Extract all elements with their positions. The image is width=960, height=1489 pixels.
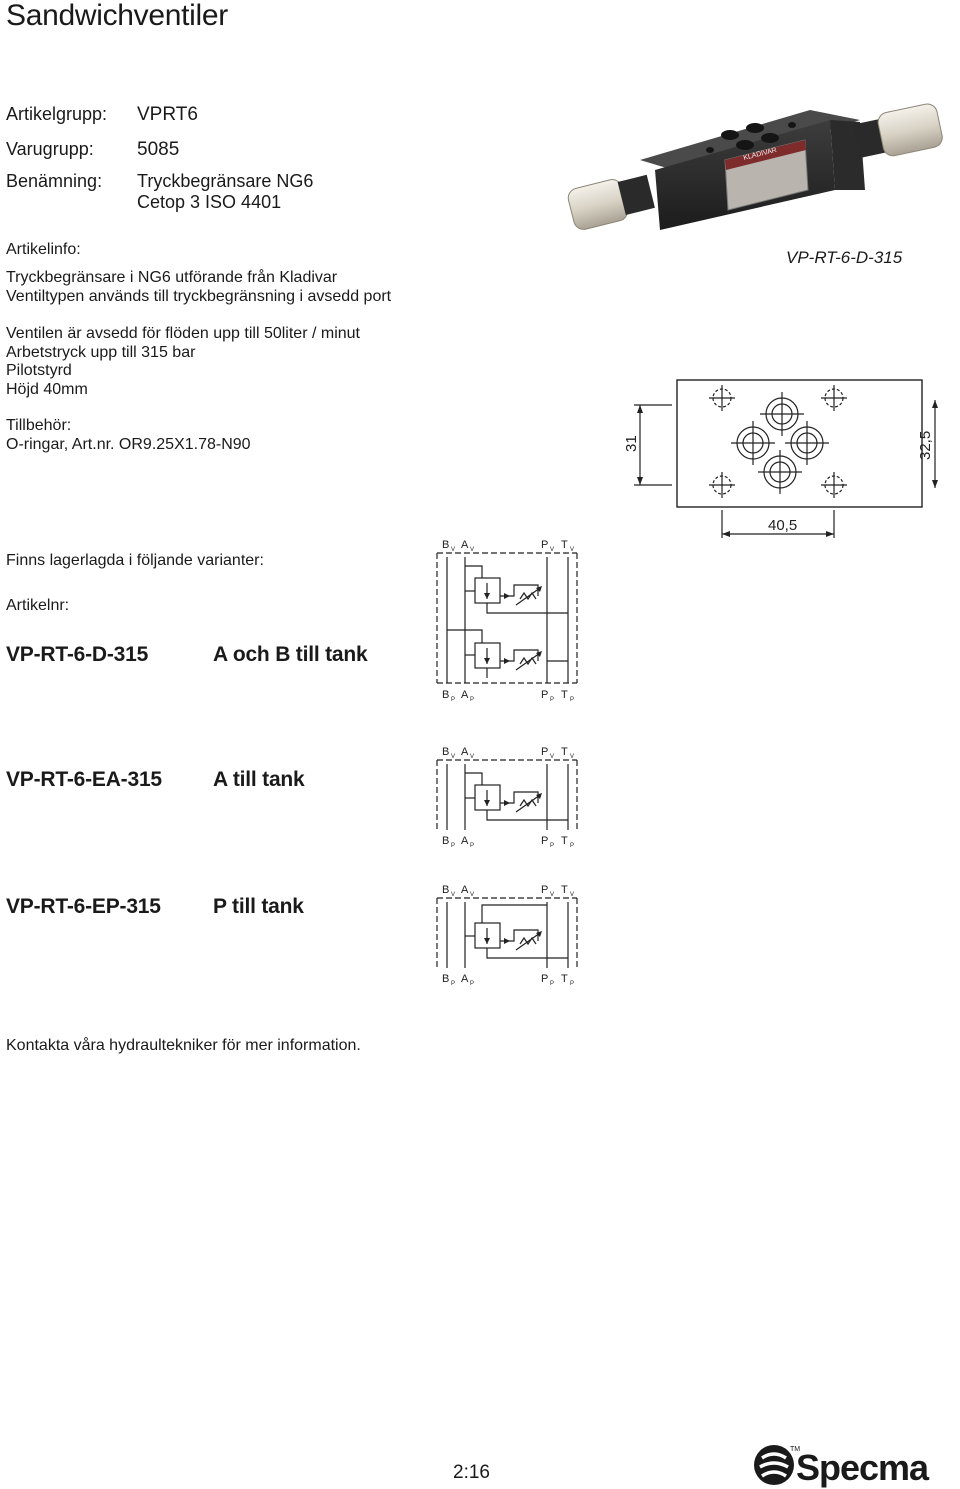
svg-text:P: P: [470, 843, 474, 849]
svg-text:P: P: [451, 843, 455, 849]
svg-text:V: V: [470, 754, 474, 760]
artikelgrupp-label: Artikelgrupp:: [6, 104, 108, 124]
svg-text:TM: TM: [790, 1446, 800, 1453]
svg-text:P: P: [541, 884, 548, 896]
specma-logo: Specma TM: [754, 1445, 931, 1488]
svg-text:P: P: [451, 697, 455, 703]
svg-text:V: V: [570, 754, 574, 760]
svg-text:T: T: [561, 973, 568, 985]
artikelinfo-heading: Artikelinfo:: [6, 241, 81, 258]
accessories-text: O-ringar, Art.nr. OR9.25X1.78-N90: [6, 436, 251, 453]
artikelgrupp-value: VPRT6: [137, 104, 198, 125]
svg-text:V: V: [570, 892, 574, 898]
benamning-value-2: Cetop 3 ISO 4401: [137, 192, 282, 212]
artikelnr-heading: Artikelnr:: [6, 597, 70, 614]
varugrupp-value: 5085: [137, 139, 180, 160]
svg-text:P: P: [570, 843, 574, 849]
svg-text:Specma: Specma: [796, 1447, 930, 1488]
svg-text:B: B: [442, 689, 449, 701]
variant-desc: A och B till tank: [213, 643, 368, 666]
benamning-value: Tryckbegränsare NG6: [137, 171, 314, 191]
page-title: Sandwichventiler: [6, 0, 228, 32]
svg-text:V: V: [550, 547, 554, 553]
svg-text:T: T: [561, 835, 568, 847]
variants-heading: Finns lagerlagda i följande varianter:: [6, 552, 264, 569]
svg-text:V: V: [550, 892, 554, 898]
dim-right-label: 32,5: [917, 431, 934, 460]
svg-text:A: A: [461, 746, 469, 758]
svg-text:V: V: [550, 754, 554, 760]
spec-line: Höjd 40mm: [6, 381, 88, 398]
spec-line: Ventilen är avsedd för flöden upp till 5…: [6, 325, 360, 342]
svg-text:P: P: [470, 697, 474, 703]
svg-text:P: P: [550, 697, 554, 703]
variant-code: VP-RT-6-EP-315: [6, 895, 161, 918]
svg-text:T: T: [561, 884, 568, 896]
svg-text:B: B: [442, 746, 449, 758]
dim-bottom-label: 40,5: [768, 517, 797, 534]
svg-text:T: T: [561, 539, 568, 551]
svg-text:P: P: [541, 835, 548, 847]
svg-text:P: P: [541, 539, 548, 551]
svg-text:B: B: [442, 973, 449, 985]
svg-text:P: P: [541, 689, 548, 701]
variant-desc: P till tank: [213, 895, 304, 918]
svg-text:P: P: [550, 843, 554, 849]
spec-line: Arbetstryck upp till 315 bar: [6, 344, 196, 361]
svg-text:B: B: [442, 884, 449, 896]
svg-text:V: V: [451, 547, 455, 553]
svg-text:P: P: [570, 697, 574, 703]
svg-text:A: A: [461, 884, 469, 896]
spec-line: Pilotstyrd: [6, 362, 72, 379]
contact-text: Kontakta våra hydraultekniker för mer in…: [6, 1037, 361, 1054]
svg-text:P: P: [541, 973, 548, 985]
product-image: KLADIVAR: [567, 103, 943, 230]
svg-text:A: A: [461, 835, 469, 847]
svg-text:P: P: [550, 981, 554, 987]
svg-text:T: T: [561, 689, 568, 701]
svg-text:P: P: [451, 981, 455, 987]
svg-text:P: P: [541, 746, 548, 758]
svg-text:V: V: [570, 547, 574, 553]
variant-code: VP-RT-6-EA-315: [6, 768, 162, 791]
varugrupp-label: Varugrupp:: [6, 139, 94, 159]
svg-text:B: B: [442, 835, 449, 847]
svg-text:A: A: [461, 539, 469, 551]
variant-desc: A till tank: [213, 768, 305, 791]
variant-code: VP-RT-6-D-315: [6, 643, 149, 666]
svg-text:V: V: [470, 547, 474, 553]
dim-left-label: 31: [623, 435, 640, 452]
svg-text:P: P: [570, 981, 574, 987]
svg-text:V: V: [451, 754, 455, 760]
svg-text:P: P: [470, 981, 474, 987]
svg-text:B: B: [442, 539, 449, 551]
svg-text:T: T: [561, 746, 568, 758]
svg-text:A: A: [461, 689, 469, 701]
dimension-drawing: 31 32,5 40,5: [623, 379, 938, 538]
page-number: 2:16: [453, 1462, 490, 1483]
accessories-heading: Tillbehör:: [6, 417, 72, 434]
product-image-caption: VP-RT-6-D-315: [786, 248, 903, 267]
svg-text:A: A: [461, 973, 469, 985]
benamning-label: Benämning:: [6, 171, 103, 191]
info-line: Tryckbegränsare i NG6 utförande från Kla…: [6, 269, 338, 286]
svg-text:V: V: [451, 892, 455, 898]
svg-text:V: V: [470, 892, 474, 898]
info-line: Ventiltypen används till tryckbegränsnin…: [6, 288, 392, 305]
